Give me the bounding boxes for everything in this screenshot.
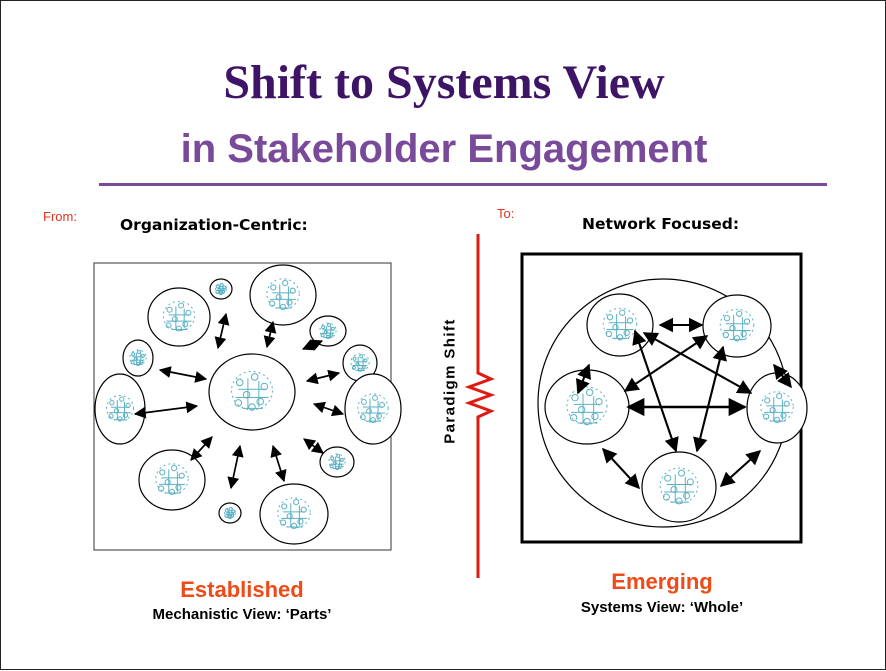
- double-headed-arrow: [303, 438, 324, 454]
- peripheral-stakeholder-node: [94, 373, 146, 445]
- right-heading: Network Focused:: [582, 215, 740, 233]
- left-subcaption: Mechanistic View: ‘Parts’: [152, 606, 332, 623]
- network-stakeholder-node: [641, 451, 717, 523]
- double-headed-arrow: [301, 339, 324, 351]
- stakeholder-cluster-icon: [659, 467, 699, 505]
- double-headed-arrow: [632, 329, 679, 453]
- peripheral-stakeholder-node: [147, 287, 211, 347]
- stakeholder-cluster-icon: [760, 391, 794, 423]
- peripheral-stakeholder-node: [209, 278, 233, 300]
- left-heading: Organization-Centric:: [120, 216, 308, 234]
- to-label: To:: [497, 206, 515, 221]
- stakeholder-cluster-icon: [106, 395, 134, 422]
- double-headed-arrow: [602, 447, 640, 490]
- stakeholder-cluster-icon: [277, 497, 311, 529]
- right-subcaption: Systems View: ‘Whole’: [580, 599, 744, 616]
- stakeholder-cluster-icon: [224, 507, 236, 519]
- stakeholder-cluster-icon: [129, 349, 147, 366]
- stakeholder-cluster-icon: [230, 370, 274, 411]
- paradigm-shift-divider: [464, 234, 496, 578]
- stakeholder-cluster-icon: [357, 393, 389, 424]
- peripheral-stakeholder-node: [138, 449, 206, 511]
- double-headed-arrow: [214, 312, 230, 350]
- peripheral-stakeholder-node: [319, 446, 355, 478]
- slide-title: Shift to Systems View: [223, 56, 665, 109]
- left-arrow-group: [133, 312, 345, 490]
- double-headed-arrow: [158, 366, 208, 383]
- peripheral-stakeholder-node: [259, 483, 329, 545]
- double-headed-arrow: [773, 363, 792, 389]
- peripheral-stakeholder-node: [122, 339, 154, 377]
- right-arrow-group: [575, 317, 792, 490]
- network-stakeholder-node: [702, 294, 772, 358]
- peripheral-stakeholder-node: [344, 373, 402, 445]
- double-headed-arrow: [190, 436, 213, 461]
- stakeholder-cluster-icon: [350, 353, 370, 372]
- peripheral-stakeholder-node: [342, 344, 378, 382]
- stakeholder-cluster-icon: [602, 307, 638, 341]
- paradigm-shift-label: Paradigm Shift: [441, 318, 459, 444]
- stakeholder-cluster-icon: [328, 453, 346, 470]
- double-headed-arrow: [693, 345, 727, 453]
- network-stakeholder-node: [586, 293, 654, 357]
- peripheral-stakeholder-node: [249, 264, 317, 326]
- network-stakeholder-node: [544, 369, 630, 445]
- left-node-group: [94, 264, 402, 545]
- title-divider-rule: [99, 183, 827, 186]
- double-headed-arrow: [719, 450, 762, 487]
- stakeholder-cluster-icon: [162, 300, 196, 332]
- stakeholder-cluster-icon: [266, 278, 300, 310]
- peripheral-stakeholder-node: [218, 502, 242, 524]
- double-headed-arrow: [270, 444, 287, 483]
- network-stakeholder-node: [746, 372, 808, 444]
- double-headed-arrow: [227, 444, 244, 490]
- double-headed-arrow: [263, 320, 277, 349]
- right-caption: Emerging: [611, 569, 713, 594]
- double-headed-arrow: [133, 401, 199, 419]
- double-headed-arrow: [312, 401, 345, 417]
- stakeholder-cluster-icon: [155, 463, 189, 495]
- from-label: From:: [43, 209, 77, 224]
- stakeholder-cluster-icon: [215, 283, 227, 295]
- left-caption: Established: [180, 577, 304, 602]
- center-organization-node: [208, 353, 296, 431]
- slide-subtitle: in Stakeholder Engagement: [180, 127, 708, 171]
- double-headed-arrow: [575, 363, 592, 395]
- peripheral-stakeholder-node: [309, 315, 347, 347]
- stakeholder-cluster-icon: [319, 322, 337, 339]
- double-headed-arrow: [305, 369, 341, 385]
